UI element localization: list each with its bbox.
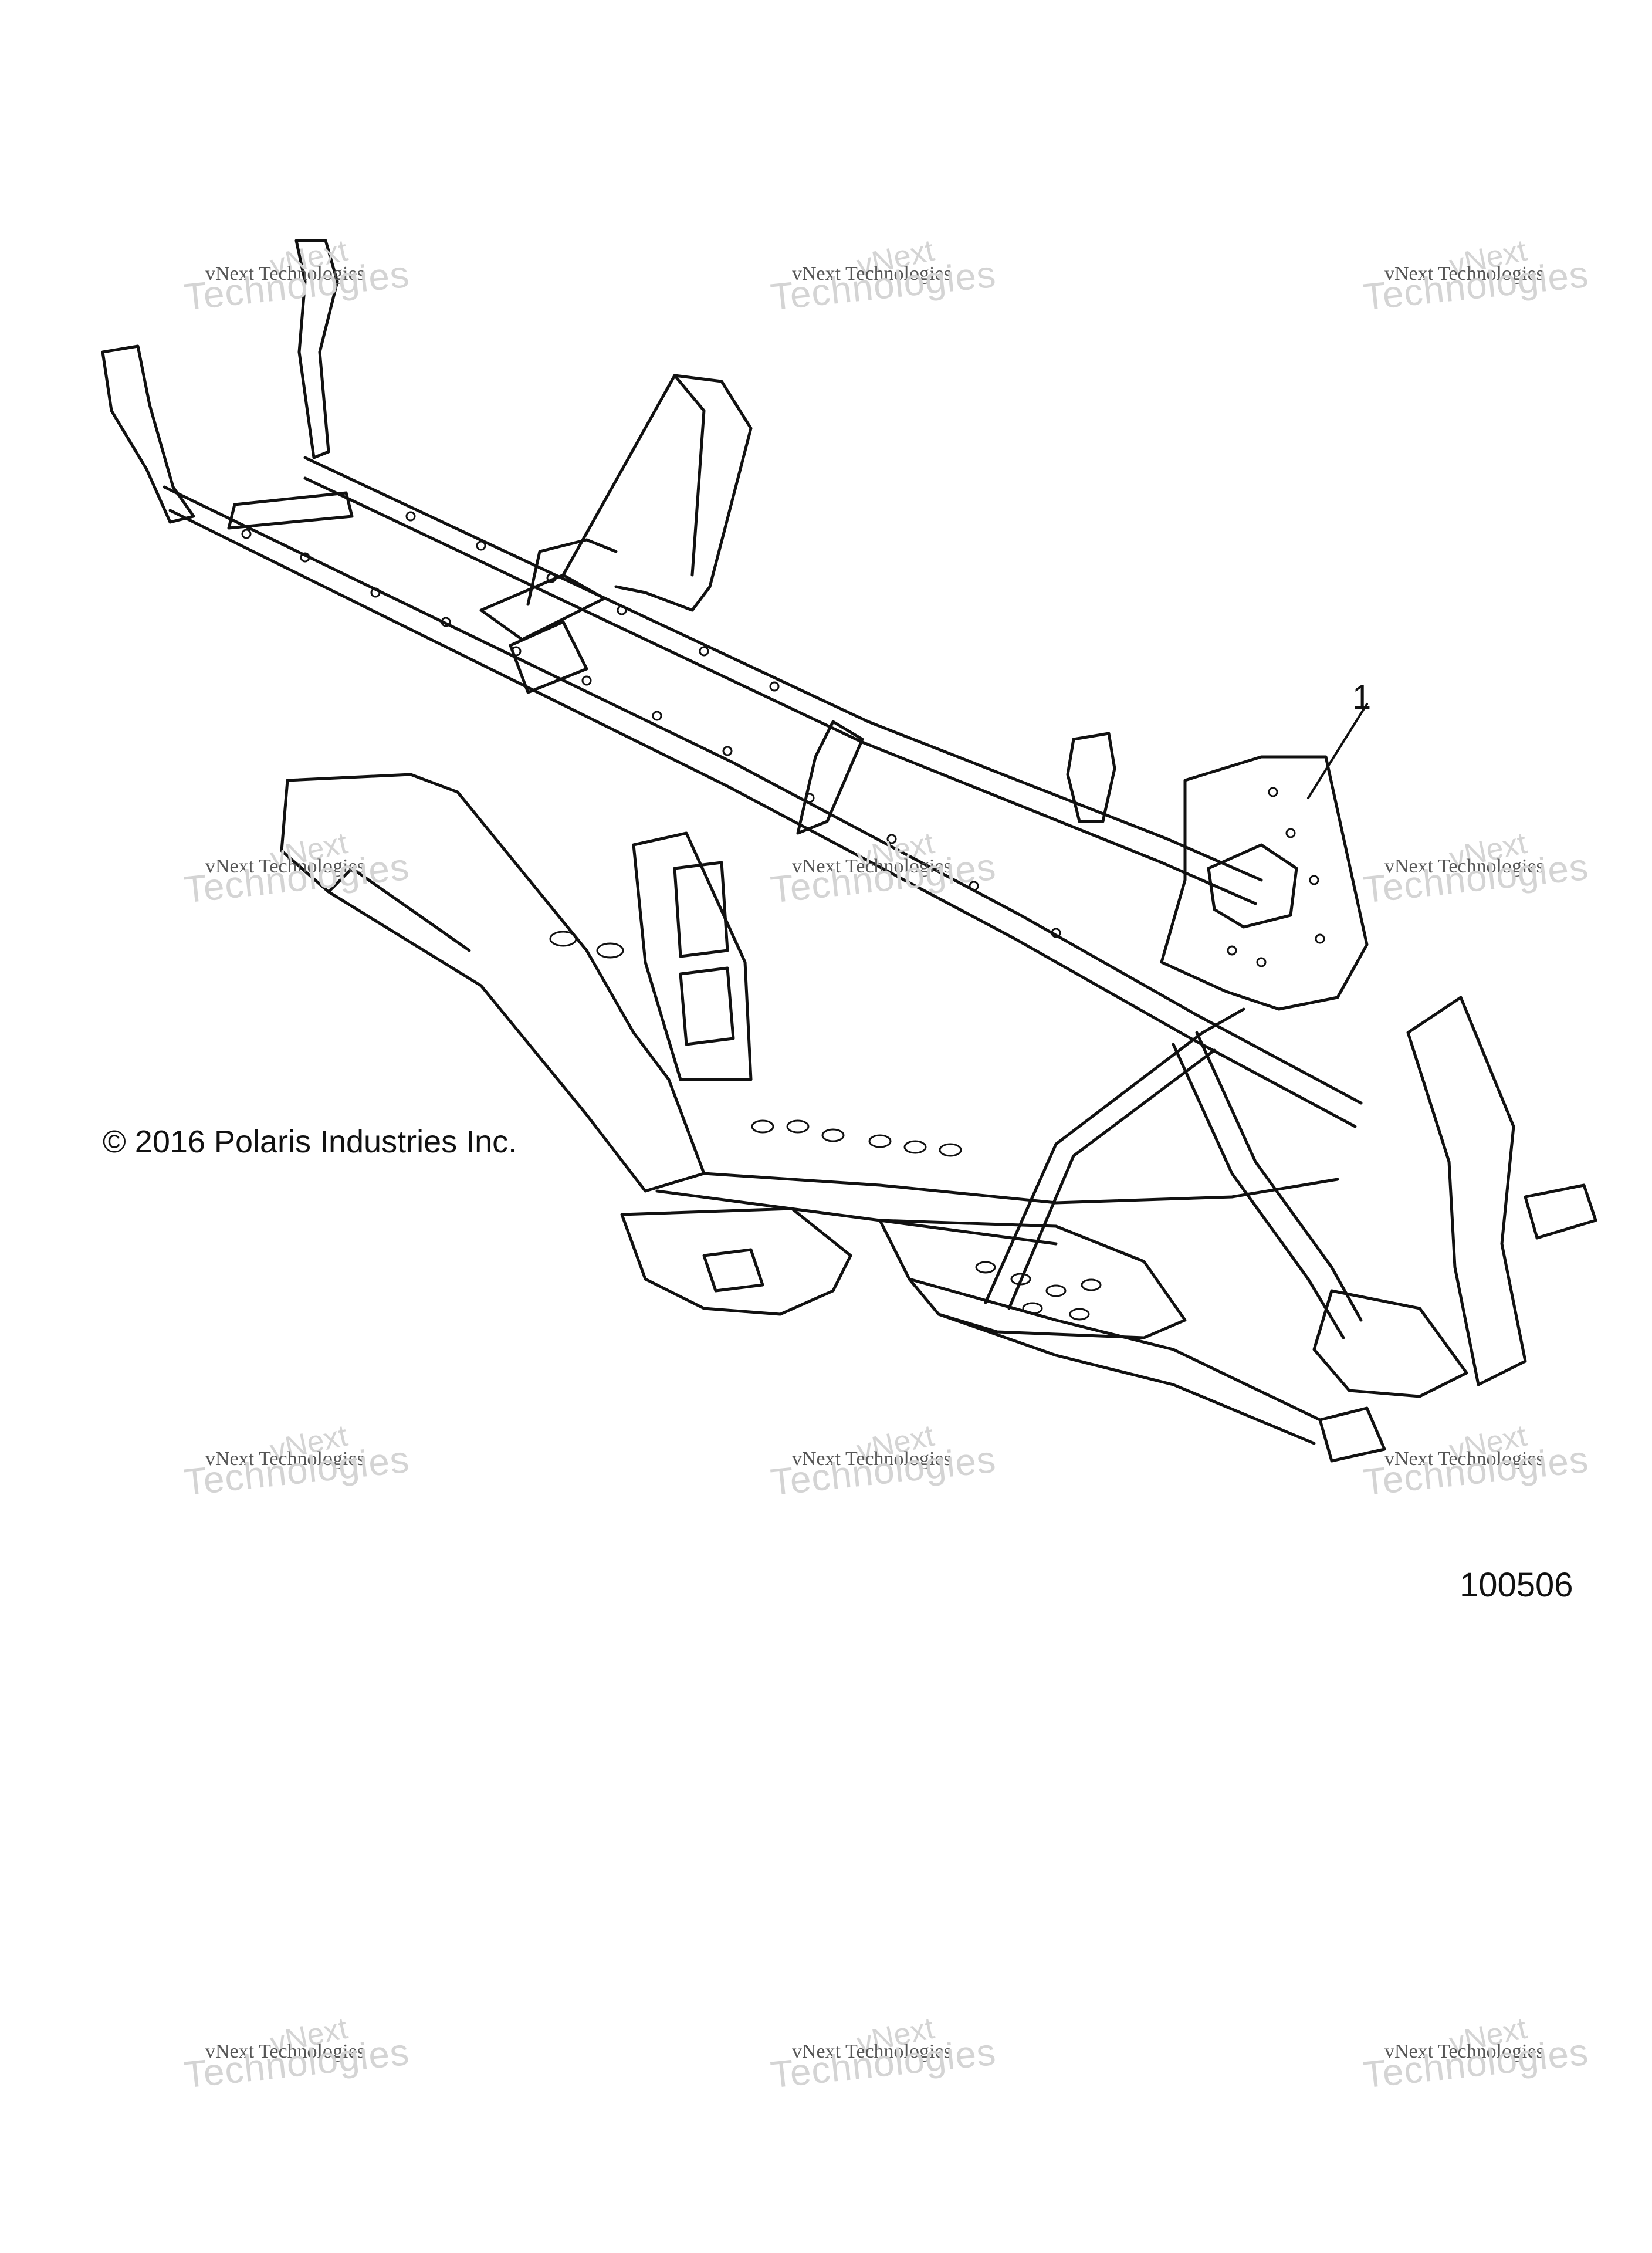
rear-bracket [1066,732,1116,823]
figure-number: 100506 [1460,1566,1573,1604]
callout-label: 1 [1352,678,1372,716]
rear-lower [1406,996,1527,1386]
floor-pan-mid [878,1219,1187,1339]
copyright-notice: © 2016 Polaris Industries Inc. [103,1124,517,1159]
cross-brace [984,1007,1245,1304]
upper-rail-left-inner [168,509,1357,1128]
floor-pan-front [620,1207,852,1316]
middle-hoop [796,720,864,835]
upper-rail-left [163,485,1363,1105]
front-upright-left [101,344,195,524]
seat-support [561,374,753,612]
callout-leader [1307,703,1368,799]
rear-plate [1160,755,1369,1011]
front-upright-right [294,239,339,459]
